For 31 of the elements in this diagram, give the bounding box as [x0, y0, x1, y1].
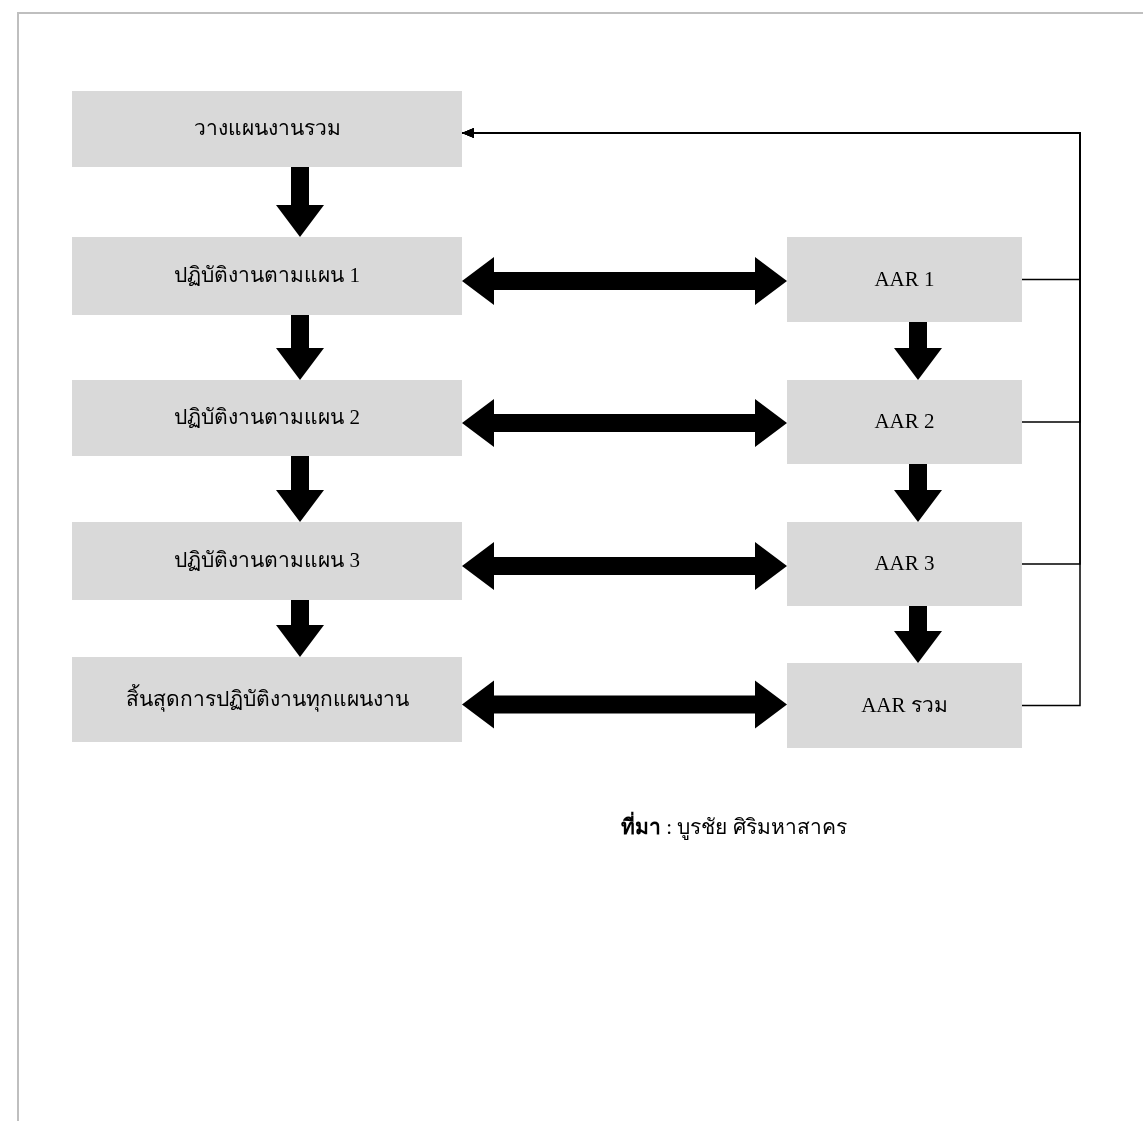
block-arrow — [894, 606, 942, 663]
block-arrow — [276, 456, 324, 522]
source-note: ที่มา : บูรชัย ศิริมหาสาคร — [621, 810, 847, 843]
block-arrow — [462, 542, 787, 590]
box-label: ปฏิบัติงานตามแผน 3 — [174, 547, 360, 575]
box-label: ปฏิบัติงานตามแผน 2 — [174, 404, 360, 432]
box-label: วางแผนงานรวม — [193, 115, 341, 143]
process-box — [787, 237, 1022, 322]
block-arrow — [894, 464, 942, 522]
block-arrow — [462, 680, 787, 729]
block-arrow — [462, 399, 787, 447]
block-arrow — [276, 315, 324, 380]
process-box — [72, 237, 462, 315]
box-label: สิ้นสุดการปฏิบัติงานทุกแผนงาน — [125, 685, 409, 714]
process-box — [72, 380, 462, 456]
block-arrow — [462, 257, 787, 305]
process-box — [787, 380, 1022, 464]
box-label: ปฏิบัติงานตามแผน 1 — [174, 262, 360, 290]
process-box — [787, 522, 1022, 606]
process-box — [72, 522, 462, 600]
box-label: AAR รวม — [861, 691, 948, 719]
box-label: AAR 3 — [874, 550, 935, 578]
block-arrow — [276, 167, 324, 237]
box-label: AAR 1 — [874, 265, 935, 293]
box-label: AAR 2 — [874, 408, 935, 436]
process-box — [72, 91, 462, 167]
block-arrow — [276, 600, 324, 657]
process-box — [787, 663, 1022, 748]
connector-arrow — [461, 128, 1081, 707]
process-box — [72, 657, 462, 742]
block-arrow — [894, 322, 942, 380]
